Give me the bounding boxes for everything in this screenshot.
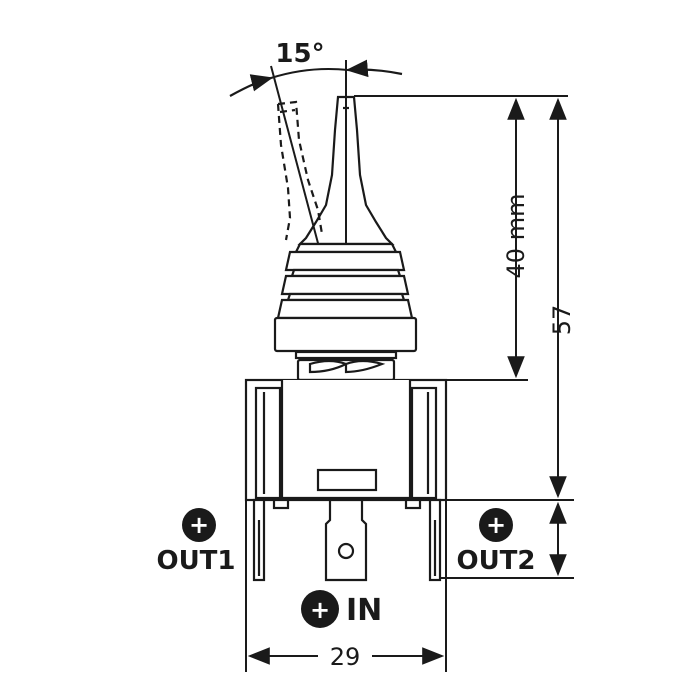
tilted-lever-ghost [276,100,324,241]
in-plus-symbol: + [310,596,330,624]
angle-arc [229,59,403,97]
rubber-boot [276,242,414,320]
out1-plus-symbol: + [189,511,209,539]
bushing-nut [273,316,418,353]
in-plus-badge: + [301,590,339,628]
in-label: IN [346,593,382,628]
out2-plus-symbol: + [486,511,506,539]
dimension-terminal-length [440,501,574,579]
angle-label: 15° [275,39,324,69]
terminal-out1 [252,498,290,582]
out2-label: OUT2 [456,546,535,576]
terminal-in [324,498,368,582]
dimension-29 [245,500,447,672]
out1-plus-badge: + [182,508,216,542]
terminal-out2 [404,498,442,582]
switch-body [244,378,448,502]
out2-plus-badge: + [479,508,513,542]
dimension-57 [446,95,574,501]
dimension-40mm [354,95,528,381]
total-height-label: 57 [548,305,576,336]
lever-length-label: 40 mm [502,194,530,279]
threaded-bushing [294,350,398,382]
width-label: 29 [330,643,361,671]
out1-label: OUT1 [156,546,235,576]
